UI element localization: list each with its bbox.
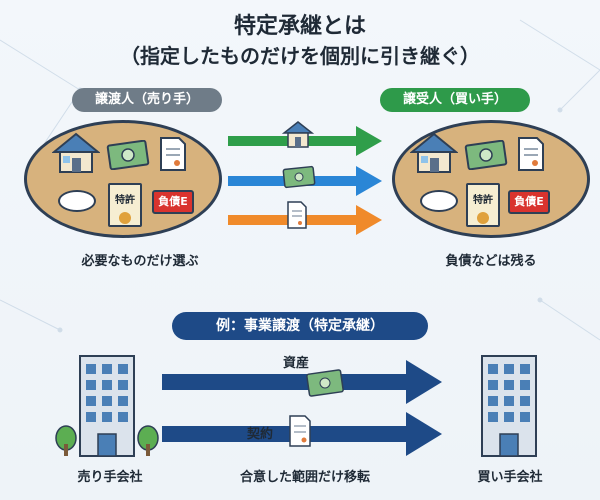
document-icon bbox=[287, 201, 307, 229]
seal-icon bbox=[477, 212, 489, 224]
money-icon bbox=[306, 369, 344, 397]
document-icon bbox=[289, 415, 311, 447]
transferor-caption: 必要なものだけ選ぶ bbox=[81, 254, 199, 269]
money-icon bbox=[106, 140, 150, 170]
contract-label: 契約 bbox=[247, 427, 274, 442]
transfer-arrows bbox=[228, 121, 382, 235]
document-icon bbox=[160, 137, 186, 171]
seal-icon bbox=[119, 212, 131, 224]
buyer-building-icon bbox=[481, 355, 537, 457]
assets-arrow bbox=[162, 360, 442, 404]
patent-certificate: 特許 bbox=[108, 183, 142, 227]
empty-slot bbox=[58, 190, 96, 212]
patent-label: 特許 bbox=[473, 195, 493, 206]
house-icon bbox=[281, 121, 315, 148]
page-subtitle: （指定したものだけを個別に引き継ぐ） bbox=[120, 44, 480, 68]
patent-certificate: 特許 bbox=[466, 183, 500, 227]
buyer-company-label: 買い手会社 bbox=[477, 470, 543, 485]
empty-slot bbox=[420, 190, 458, 212]
money-icon bbox=[464, 140, 508, 170]
debt-badge: 負債E bbox=[508, 190, 550, 214]
money-icon bbox=[282, 165, 316, 189]
page-title: 特定承継とは bbox=[233, 14, 366, 39]
transferor-label: 譲渡人（売り手） bbox=[72, 88, 222, 112]
seller-company-label: 売り手会社 bbox=[77, 470, 143, 485]
transfer-note: 合意した範囲だけ移転 bbox=[239, 470, 370, 485]
example-label: 例：事業譲渡（特定承継） bbox=[172, 312, 428, 340]
debt-badge: 負債E bbox=[152, 190, 194, 214]
transferee-caption: 負債などは残る bbox=[445, 254, 537, 269]
house-icon bbox=[410, 132, 458, 173]
house-icon bbox=[52, 132, 100, 173]
contract-arrow bbox=[162, 412, 442, 456]
business-transfer-arrows bbox=[162, 360, 442, 456]
seller-building-icon bbox=[55, 355, 159, 457]
assets-label: 資産 bbox=[283, 356, 310, 371]
patent-label: 特許 bbox=[115, 195, 135, 206]
transferee-label: 譲受人（買い手） bbox=[380, 88, 530, 112]
document-icon bbox=[518, 137, 544, 171]
